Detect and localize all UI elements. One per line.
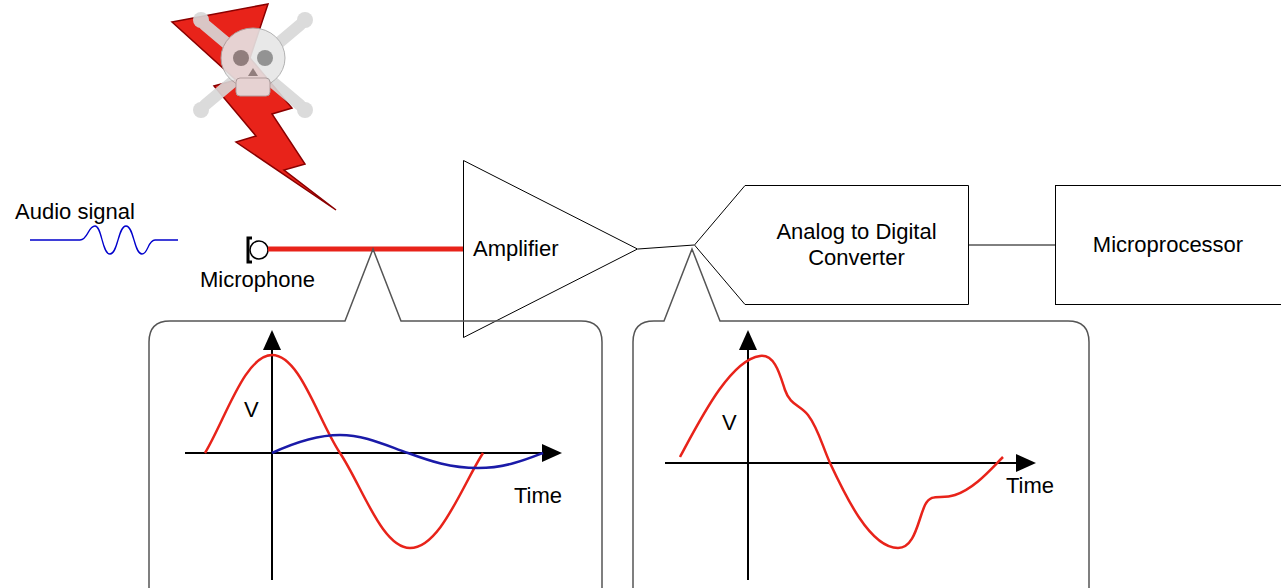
signal-callout: V Time <box>632 320 1090 588</box>
processor-box: Microprocessor <box>1055 185 1281 305</box>
signal-callout: V Time <box>148 320 603 588</box>
graph-output <box>665 330 1036 580</box>
microphone-symbol <box>248 238 268 262</box>
axis-label: Time <box>514 483 562 509</box>
signal-callout-outline <box>632 320 1090 588</box>
axis-label: V <box>244 397 259 423</box>
node-label: Amplifier <box>473 236 559 262</box>
lightning-bolt <box>172 4 336 210</box>
audio-wave <box>30 226 178 254</box>
amplifier-triangle: Amplifier <box>463 160 638 338</box>
part-label: Microphone <box>200 267 315 293</box>
signal-label: Audio signal <box>15 199 135 225</box>
axis-label: V <box>722 410 737 436</box>
signal-wire <box>268 247 463 252</box>
signal-line <box>638 245 694 249</box>
graph-input <box>185 330 562 580</box>
adc-box: Analog to Digital Converter <box>694 185 969 305</box>
skull-crossbones <box>193 12 313 118</box>
signal-line <box>969 245 1055 246</box>
axis-label: Time <box>1006 473 1054 499</box>
node-label: Analog to Digital Converter <box>757 219 957 271</box>
node-label: Microprocessor <box>1093 232 1243 258</box>
signal-callout-outline <box>148 320 603 588</box>
